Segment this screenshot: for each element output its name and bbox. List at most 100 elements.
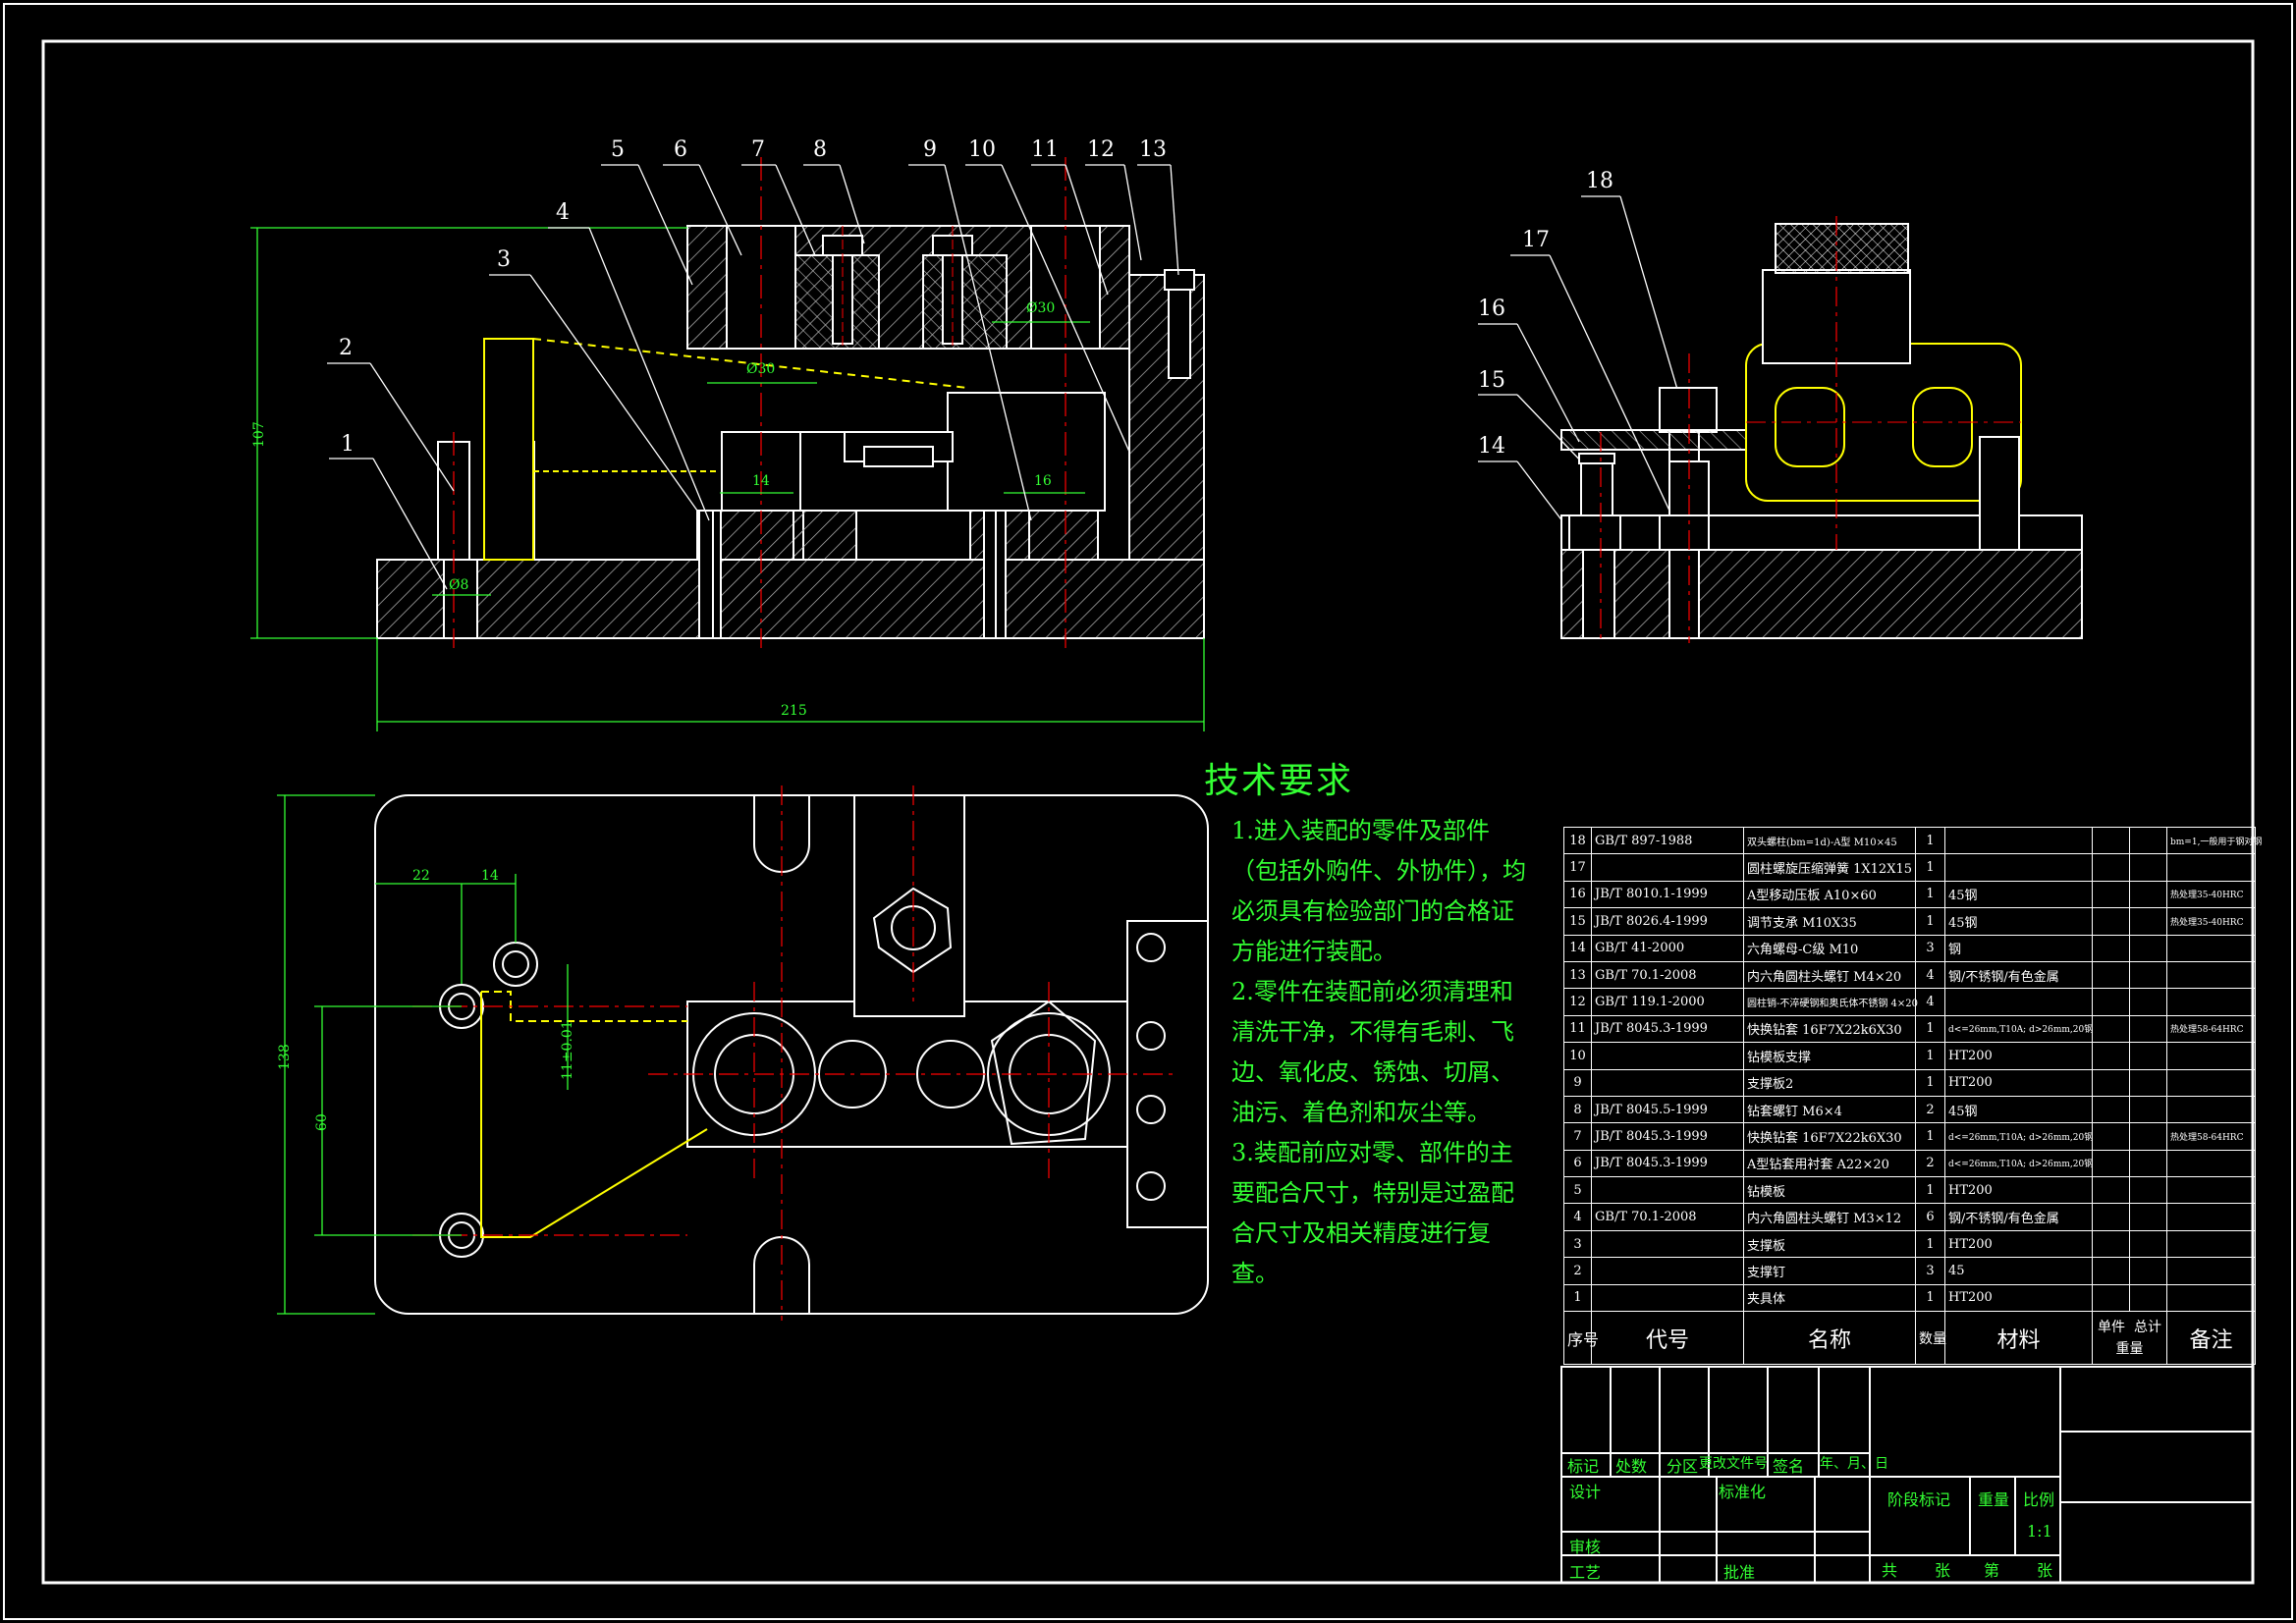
- parts-cell-remark: 热处理35-40HRC: [2166, 880, 2256, 909]
- parts-cell-material: [1944, 853, 2093, 882]
- parts-cell-name: 钻模板: [1743, 1176, 1916, 1205]
- parts-cell-code: JB/T 8026.4-1999: [1591, 907, 1744, 936]
- parts-cell-weight: [2129, 1229, 2167, 1259]
- parts-cell-no: 5: [1563, 1176, 1592, 1205]
- parts-cell-qty: 2: [1915, 1149, 1945, 1178]
- tb-approve: 批准: [1723, 1563, 1756, 1582]
- callout-4: 4: [556, 200, 570, 225]
- parts-cell-material: 45钢: [1944, 907, 2093, 936]
- hdr-weight-label: 重量: [2115, 1340, 2144, 1357]
- callout-9: 9: [923, 137, 937, 162]
- hdr-remark: 备注: [2166, 1311, 2256, 1366]
- parts-cell-name: 圆柱销-不淬硬钢和奥氏体不锈钢 4×20: [1743, 988, 1918, 1016]
- parts-cell-weight: [2129, 1257, 2167, 1285]
- parts-cell-weight: [2092, 826, 2130, 855]
- parts-cell-name: A型钻套用衬套 A22×20: [1743, 1149, 1916, 1178]
- parts-cell-no: 3: [1563, 1229, 1592, 1259]
- top-view: [374, 785, 1209, 1321]
- dim-14-top: 14: [481, 868, 499, 884]
- parts-cell-name: 双头螺柱(bm=1d)-A型 M10×45: [1743, 826, 1916, 855]
- tb-weight: 重量: [1978, 1490, 2010, 1509]
- tb-design: 设计: [1569, 1483, 1602, 1501]
- parts-cell-qty: 3: [1915, 934, 1945, 962]
- tech-req-body: 1.进入装配的零件及部件（包括外购件、外协件），均必须具有检验部门的合格证方能进…: [1231, 811, 1536, 1294]
- dim-dia30-a: Ø30: [746, 361, 776, 377]
- parts-cell-remark: 热处理58-64HRC: [2166, 1014, 2256, 1044]
- parts-cell-remark: [2166, 960, 2256, 990]
- callout-11: 11: [1031, 137, 1059, 162]
- parts-cell-no: 11: [1563, 1014, 1592, 1044]
- parts-cell-remark: [2166, 934, 2256, 962]
- dim-22: 22: [412, 868, 430, 884]
- parts-cell-qty: 1: [1915, 853, 1945, 882]
- parts-cell-code: JB/T 8045.3-1999: [1591, 1122, 1744, 1151]
- parts-cell-material: d<=26mm,T10A; d>26mm,20钢: [1944, 1149, 2093, 1178]
- parts-cell-material: 钢: [1944, 934, 2093, 962]
- tb-zone: 分区: [1667, 1457, 1699, 1476]
- parts-cell-name: 钻模板支撑: [1743, 1042, 1916, 1070]
- parts-cell-code: [1591, 1283, 1744, 1313]
- parts-cell-remark: bm=1,一般用于钢对钢: [2166, 826, 2262, 855]
- parts-cell-remark: 热处理58-64HRC: [2166, 1122, 2256, 1151]
- tb-review: 审核: [1569, 1538, 1602, 1556]
- parts-cell-weight: [2129, 1203, 2167, 1231]
- parts-cell-no: 18: [1563, 826, 1592, 855]
- parts-cell-code: JB/T 8045.3-1999: [1591, 1014, 1744, 1044]
- parts-cell-code: GB/T 41-2000: [1591, 934, 1744, 962]
- parts-cell-weight: [2129, 960, 2167, 990]
- front-view: [376, 157, 1205, 648]
- callout-10: 10: [968, 137, 996, 162]
- parts-cell-weight: [2129, 1149, 2167, 1178]
- parts-cell-weight: [2129, 826, 2167, 855]
- parts-cell-weight: [2129, 907, 2167, 936]
- hdr-qty: 数量: [1915, 1311, 1946, 1366]
- parts-cell-remark: [2166, 1203, 2256, 1231]
- callout-14: 14: [1478, 434, 1505, 459]
- parts-cell-weight: [2129, 1176, 2167, 1205]
- parts-cell-code: JB/T 8010.1-1999: [1591, 880, 1744, 909]
- dim-60: 60: [314, 1113, 330, 1131]
- parts-cell-name: 圆柱螺旋压缩弹簧 1X12X15: [1743, 853, 1916, 882]
- parts-cell-weight: [2092, 1068, 2130, 1097]
- parts-cell-weight: [2129, 1014, 2167, 1044]
- front-dimensions: [250, 227, 1205, 731]
- parts-cell-name: 钻套螺钉 M6×4: [1743, 1095, 1916, 1124]
- parts-cell-qty: 1: [1915, 880, 1945, 909]
- parts-cell-no: 12: [1563, 988, 1592, 1016]
- parts-cell-no: 8: [1563, 1095, 1592, 1124]
- parts-cell-remark: 热处理35-40HRC: [2166, 907, 2256, 936]
- parts-cell-code: [1591, 853, 1744, 882]
- tech-req-title: 技术要求: [1204, 761, 1354, 801]
- callout-7: 7: [751, 137, 765, 162]
- parts-cell-weight: [2129, 1122, 2167, 1151]
- parts-cell-qty: 3: [1915, 1257, 1945, 1285]
- parts-cell-material: [1944, 826, 2093, 855]
- parts-cell-weight: [2092, 1042, 2130, 1070]
- parts-cell-name: 内六角圆柱头螺钉 M4×20: [1743, 960, 1916, 990]
- side-view: [1560, 216, 2083, 643]
- parts-list-header: 序号 代号 名称 数量 材料 单件 总计 重量 备注: [1563, 1311, 2256, 1366]
- parts-cell-weight: [2092, 853, 2130, 882]
- parts-cell-remark: [2166, 1149, 2256, 1178]
- parts-cell-name: 支撑钉: [1743, 1257, 1916, 1285]
- tb-change-doc: 更改文件号: [1699, 1456, 1768, 1472]
- parts-cell-remark: [2166, 988, 2256, 1016]
- parts-cell-no: 14: [1563, 934, 1592, 962]
- parts-cell-weight: [2092, 960, 2130, 990]
- tech-req-item-3: 3.装配前应对零、部件的主要配合尺寸，特别是过盈配合尺寸及相关精度进行复查。: [1231, 1139, 1514, 1287]
- parts-cell-qty: 6: [1915, 1203, 1945, 1231]
- parts-cell-weight: [2092, 1283, 2130, 1313]
- parts-cell-weight: [2129, 1068, 2167, 1097]
- parts-cell-code: GB/T 70.1-2008: [1591, 1203, 1744, 1231]
- parts-cell-no: 7: [1563, 1122, 1592, 1151]
- parts-cell-qty: 1: [1915, 1229, 1945, 1259]
- parts-cell-remark: [2166, 1257, 2256, 1285]
